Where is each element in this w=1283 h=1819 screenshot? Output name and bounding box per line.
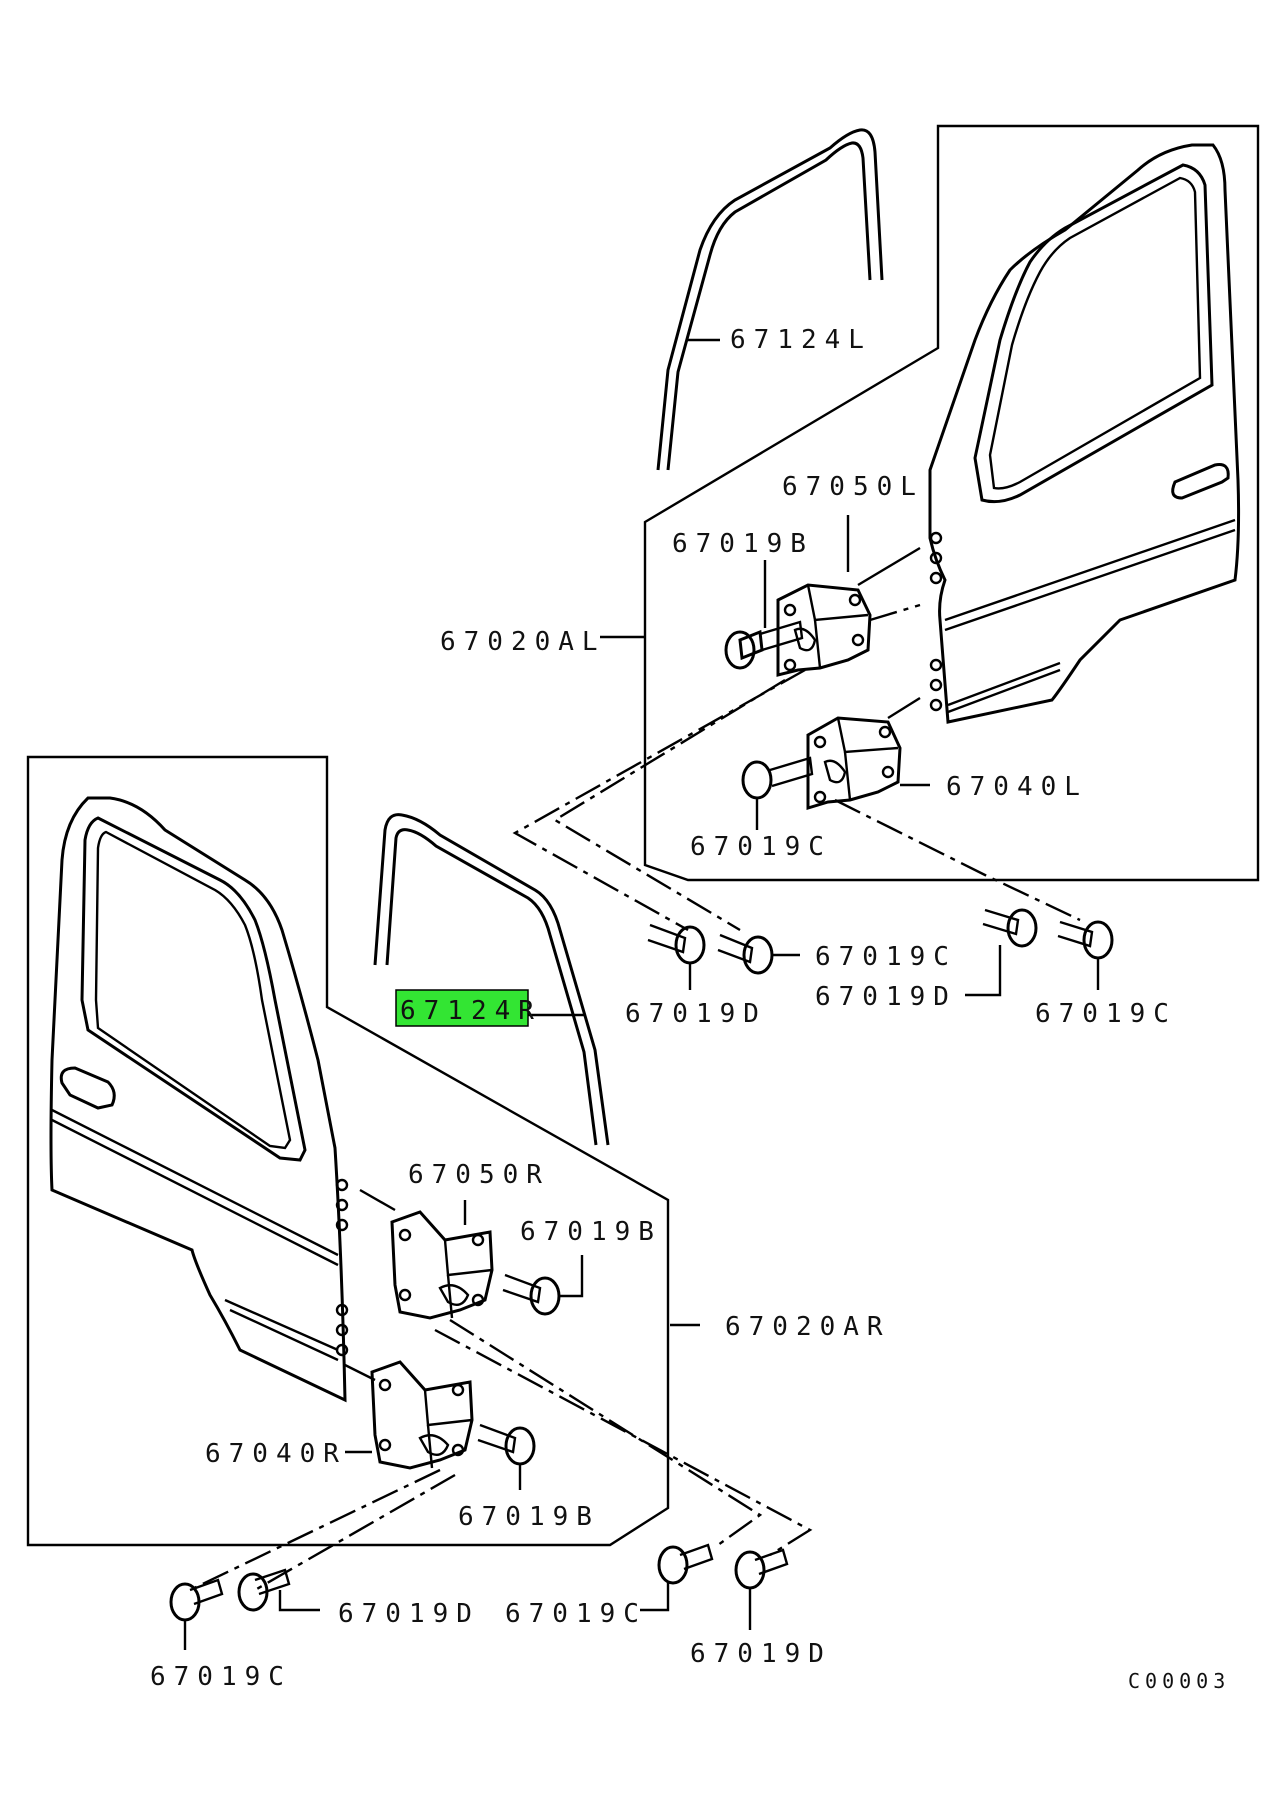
door-left-handle <box>1171 463 1230 500</box>
upper-hinge-left <box>776 583 872 677</box>
leader-hinge-upper-left-door <box>857 546 921 587</box>
door-left-group <box>643 124 1260 882</box>
door-left-crease-1 <box>944 518 1236 622</box>
door-left-window <box>973 163 1214 504</box>
door-left-crease-4 <box>947 668 1061 714</box>
leader-bolt-b-right-upper <box>560 1255 584 1298</box>
diagram-id: C00003 <box>1128 1669 1230 1693</box>
leader-hinge-upper-right-door <box>359 1188 396 1212</box>
label-lower-hinge-left: 67040L <box>946 772 1088 802</box>
bolt-d-right-2 <box>734 1548 789 1590</box>
label-weatherstrip-right: 67124R <box>400 996 542 1026</box>
door-right-handle <box>59 1066 116 1110</box>
door-right-frame <box>26 755 670 1547</box>
door-right-window <box>80 816 307 1162</box>
install-line-7 <box>189 1468 441 1592</box>
bolt-c-left-hinge <box>741 756 814 800</box>
label-door-right: 67020AR <box>725 1312 891 1342</box>
weatherstrip-left-inner <box>666 141 872 471</box>
door-right-hinge-holes <box>335 1178 349 1357</box>
leader-bolt-d-right-1 <box>278 1590 320 1612</box>
label-weatherstrip-left: 67124L <box>730 325 872 355</box>
label-upper-hinge-left: 67050L <box>782 472 924 502</box>
bolt-b-right-lower <box>477 1423 536 1466</box>
weatherstrip-left-outer <box>656 128 884 471</box>
door-right-group <box>26 755 670 1547</box>
label-bolt-b-right-lower: 67019B <box>458 1502 600 1532</box>
label-bolt-d-left-1: 67019D <box>625 999 767 1029</box>
label-upper-hinge-right: 67050R <box>408 1160 550 1190</box>
weatherstrip-right-inner <box>385 828 598 1146</box>
bolt-b-left <box>724 620 804 670</box>
door-right-crease-2 <box>51 1118 339 1267</box>
label-bolt-c-right-1: 67019C <box>150 1662 292 1692</box>
label-bolt-b-right-upper: 67019B <box>520 1217 662 1247</box>
weatherstrip-right-outer <box>373 813 610 1146</box>
label-bolt-d-left-2: 67019D <box>815 982 957 1012</box>
door-left-frame <box>643 124 1260 882</box>
label-bolt-c-left-2: 67019C <box>1035 999 1177 1029</box>
door-left-crease-3 <box>947 661 1061 707</box>
lower-hinge-right <box>370 1360 474 1470</box>
door-left-window-inner <box>988 176 1202 490</box>
door-right-window-inner <box>94 830 292 1150</box>
label-bolt-d-right-2: 67019D <box>690 1639 832 1669</box>
install-line-2 <box>552 678 786 932</box>
bolt-c-left-2 <box>1057 920 1114 960</box>
leader-bolt-d-left-2 <box>965 945 1002 997</box>
door-right-crease-3 <box>224 1298 339 1352</box>
install-line-8 <box>254 1473 456 1592</box>
label-bolt-d-right-1: 67019D <box>338 1599 480 1629</box>
lower-hinge-left <box>806 716 902 811</box>
label-bolt-c-right-2: 67019C <box>505 1599 647 1629</box>
bolt-c-left-1 <box>717 933 774 975</box>
label-lower-hinge-right: 67040R <box>205 1439 347 1469</box>
leader-hinge-lower-right-door <box>344 1363 376 1382</box>
door-right-crease-4 <box>229 1308 339 1362</box>
label-door-left: 67020AL <box>440 627 606 657</box>
bolt-d-right-1 <box>237 1568 291 1612</box>
door-left-shell <box>928 143 1241 724</box>
install-line-6 <box>434 1328 813 1557</box>
label-bolt-c-left-1: 67019C <box>815 942 957 972</box>
bolt-c-right-2 <box>657 1543 714 1585</box>
bolt-d-left-1 <box>647 923 706 965</box>
label-bolt-b-left: 67019B <box>672 529 814 559</box>
bolt-d-left-2 <box>982 908 1038 948</box>
label-bolt-c-left-hinge: 67019C <box>690 832 832 862</box>
highlight-weatherstrip-right <box>395 989 529 1027</box>
install-line-4 <box>869 603 921 622</box>
leader-bolt-c-right-2 <box>640 1583 670 1612</box>
install-line-3 <box>834 798 1081 922</box>
upper-hinge-right <box>390 1210 494 1320</box>
bolt-c-right-1 <box>169 1578 224 1622</box>
door-left-hinge-holes <box>929 531 943 712</box>
door-left-crease-2 <box>944 528 1236 632</box>
install-line-1 <box>512 668 806 932</box>
door-right-crease-1 <box>51 1108 339 1257</box>
leader-hinge-lower-left-door <box>887 696 921 720</box>
install-line-5 <box>449 1318 763 1546</box>
door-right-shell <box>49 796 347 1403</box>
bolt-b-right-upper <box>502 1273 561 1316</box>
